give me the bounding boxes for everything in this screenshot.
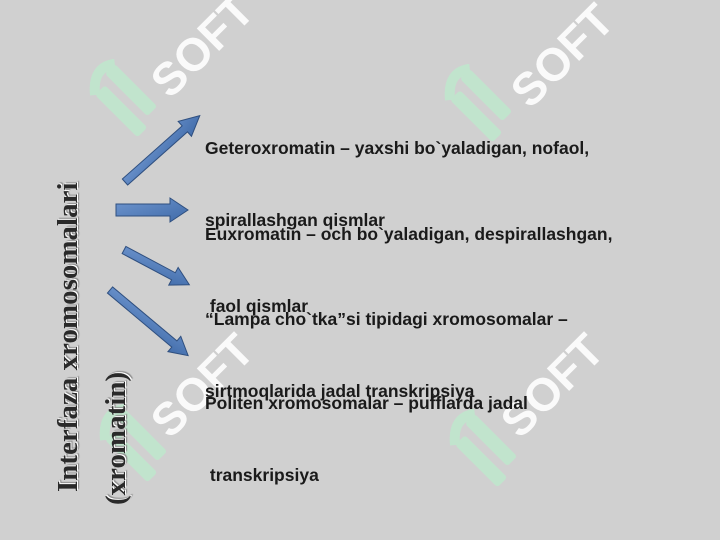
item-4-line1: Politen xromosomalar – pufflarda jadal — [205, 393, 528, 413]
item-3-line1: “Lampa cho`tka”si tipidagi xromosomalar … — [205, 309, 568, 329]
item-euchromatin: Euxromatin – och bo`yaladigan, despirall… — [205, 174, 612, 366]
item-1-line1: Geteroxromatin – yaxshi bo`yaladigan, no… — [205, 138, 590, 158]
arrow-to-item-2 — [115, 197, 189, 223]
arrow-to-item-3 — [121, 245, 191, 286]
item-4-line2: transkripsiya — [205, 465, 319, 485]
arrow-to-item-1 — [121, 114, 201, 186]
item-1-line2: spirallashgan qismlar — [205, 210, 385, 230]
item-heterochromatin: Geteroxromatin – yaxshi bo`yaladigan, no… — [205, 88, 589, 280]
item-2-line2: faol qismlar — [205, 296, 309, 316]
item-3-line2: sirtmoqlarida jadal transkripsiya — [205, 381, 475, 401]
item-2-line1: Euxromatin – och bo`yaladigan, despirall… — [205, 224, 613, 244]
item-polytene: Politen xromosomalar – pufflarda jadal t… — [205, 343, 528, 535]
arrow-to-item-4 — [106, 286, 189, 357]
item-lampbrush: “Lampa cho`tka”si tipidagi xromosomalar … — [205, 259, 568, 451]
